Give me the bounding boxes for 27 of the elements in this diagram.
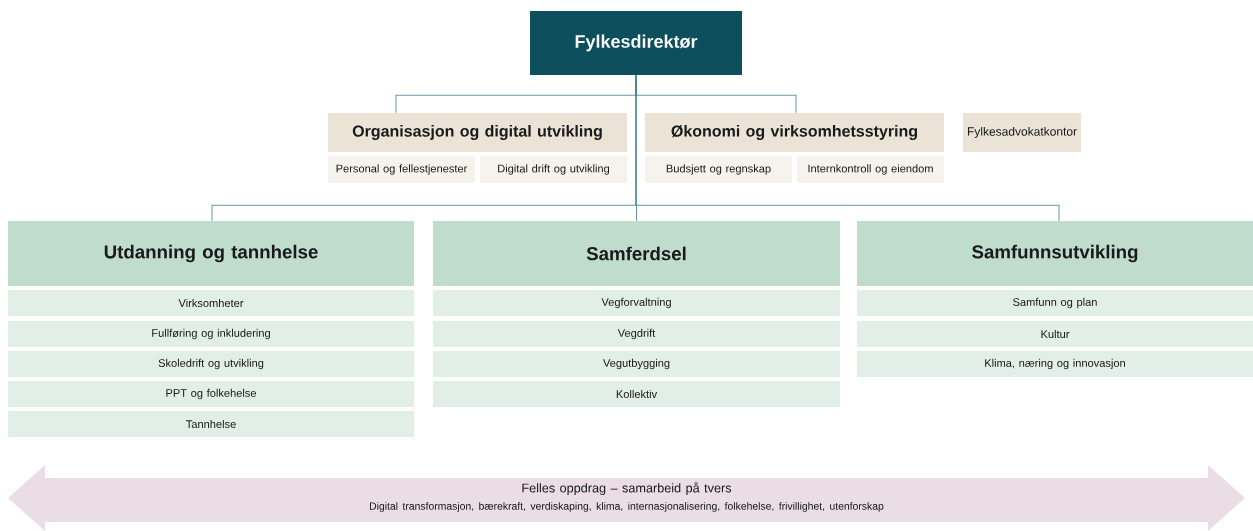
connector-line (635, 74, 1060, 222)
section-box: Fullføring og inkludering (8, 321, 414, 347)
band-heading: Felles oppdrag – samarbeid på tvers (522, 482, 732, 495)
section-box: Digital drift og utvikling (480, 156, 627, 183)
director-box: Fylkesdirektør (530, 11, 742, 75)
section-box: Personal og fellestjenester (328, 156, 475, 183)
section-box: Skoledrift og utvikling (8, 351, 414, 377)
section-box: Vegutbygging (433, 351, 840, 377)
staff-unit-box: Fylkesadvokatkontor (963, 113, 1081, 152)
staff-unit-box: Økonomi og virksomhetsstyring (645, 113, 944, 152)
department-box: Utdanning og tannhelse (8, 221, 414, 286)
section-box: Kollektiv (433, 381, 840, 407)
section-box: Samfunn og plan (857, 290, 1253, 316)
section-box: Kultur (857, 321, 1253, 347)
section-box: Vegdrift (433, 321, 840, 347)
department-box: Samfunnsutvikling (857, 221, 1253, 286)
section-box: Budsjett og regnskap (645, 156, 792, 183)
band-text: Digital transformasjon, bærekraft, verdiskaping, klima, internasjonalisering, folkehelse, frivillighet, utenforskap (370, 502, 884, 512)
section-box: Internkontroll og eiendom (797, 156, 944, 183)
section-box: PPT og folkehelse (8, 381, 414, 407)
section-box: Virksomheter (8, 290, 414, 316)
section-box: Klima, næring og innovasjon (857, 351, 1253, 377)
staff-unit-box: Organisasjon og digital utvikling (328, 113, 627, 152)
section-box: Vegforvaltning (433, 290, 840, 316)
department-box: Samferdsel (433, 221, 840, 286)
section-box: Tannhelse (8, 411, 414, 437)
double-arrow-band (8, 465, 1245, 531)
